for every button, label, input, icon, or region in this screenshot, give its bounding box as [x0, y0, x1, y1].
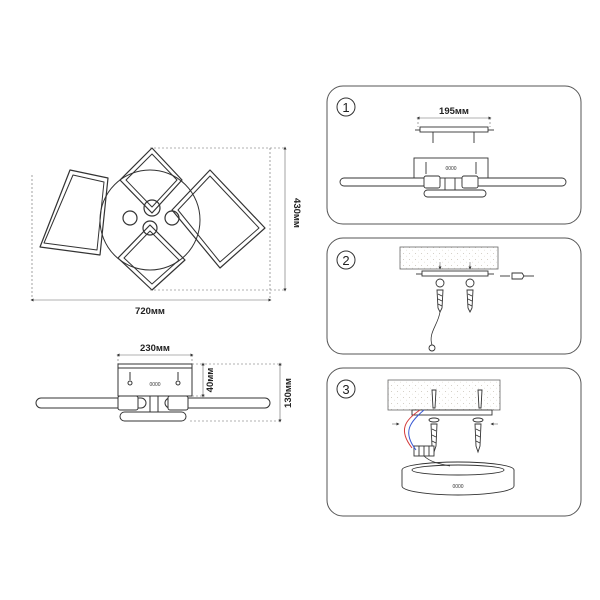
step-3-wire-red	[403, 409, 421, 449]
side-view	[35, 363, 271, 422]
hub-left	[122, 210, 138, 226]
side-dimensions	[116, 353, 282, 423]
top-dimensions	[30, 146, 287, 302]
top-view	[39, 147, 266, 291]
step-3-screw-right	[474, 423, 482, 454]
hub-right	[164, 210, 180, 226]
step-2-screw-left	[436, 289, 444, 314]
step-3-canopy-body	[401, 470, 515, 496]
step-3-panel: 3	[326, 367, 582, 517]
side-total-height-label: 130мм	[283, 378, 294, 408]
step-2-wire	[430, 311, 441, 346]
top-ring	[119, 147, 183, 214]
left-ring	[39, 169, 109, 256]
step-1-dimension: 195мм	[439, 106, 469, 117]
hub-bottom	[142, 220, 158, 236]
step-2-number: 2	[342, 253, 349, 268]
step-3-body-label: 0000	[452, 484, 463, 490]
step-2-badge	[336, 250, 356, 270]
step-3-number: 3	[342, 382, 349, 397]
base-circle	[99, 169, 201, 271]
step-3-mounting-bar	[411, 409, 493, 416]
step-1-number: 1	[342, 100, 349, 115]
step-1-body-label: 0000	[445, 166, 456, 172]
step-1-mounting-bar	[419, 126, 489, 133]
step-1-canopy	[413, 157, 489, 179]
step-3-wire-blue	[408, 409, 425, 451]
top-width-label: 720мм	[135, 306, 165, 317]
step-3-badge	[336, 379, 356, 399]
right-ring	[171, 169, 266, 269]
step-3-ceiling	[387, 379, 501, 411]
side-base-width-label: 230мм	[140, 343, 170, 354]
hub-center	[143, 199, 161, 217]
step-2-ceiling	[399, 246, 499, 270]
side-view-label: 0000	[149, 382, 160, 388]
side-base-height-label: 40мм	[205, 368, 216, 393]
step-2-mounting-bar	[421, 270, 489, 277]
step-1-badge	[336, 97, 356, 117]
side-base-top	[117, 363, 193, 369]
step-2-screw-right	[466, 289, 474, 314]
top-height-label: 430мм	[291, 198, 302, 228]
step-1-lower-ring	[423, 189, 487, 198]
side-right-arm	[164, 397, 271, 409]
step-1-panel: 1 195мм 0000	[326, 85, 582, 225]
step-2-screwdriver	[511, 272, 525, 280]
side-lower-ring	[119, 411, 187, 422]
step-2-panel: 2	[326, 237, 582, 355]
